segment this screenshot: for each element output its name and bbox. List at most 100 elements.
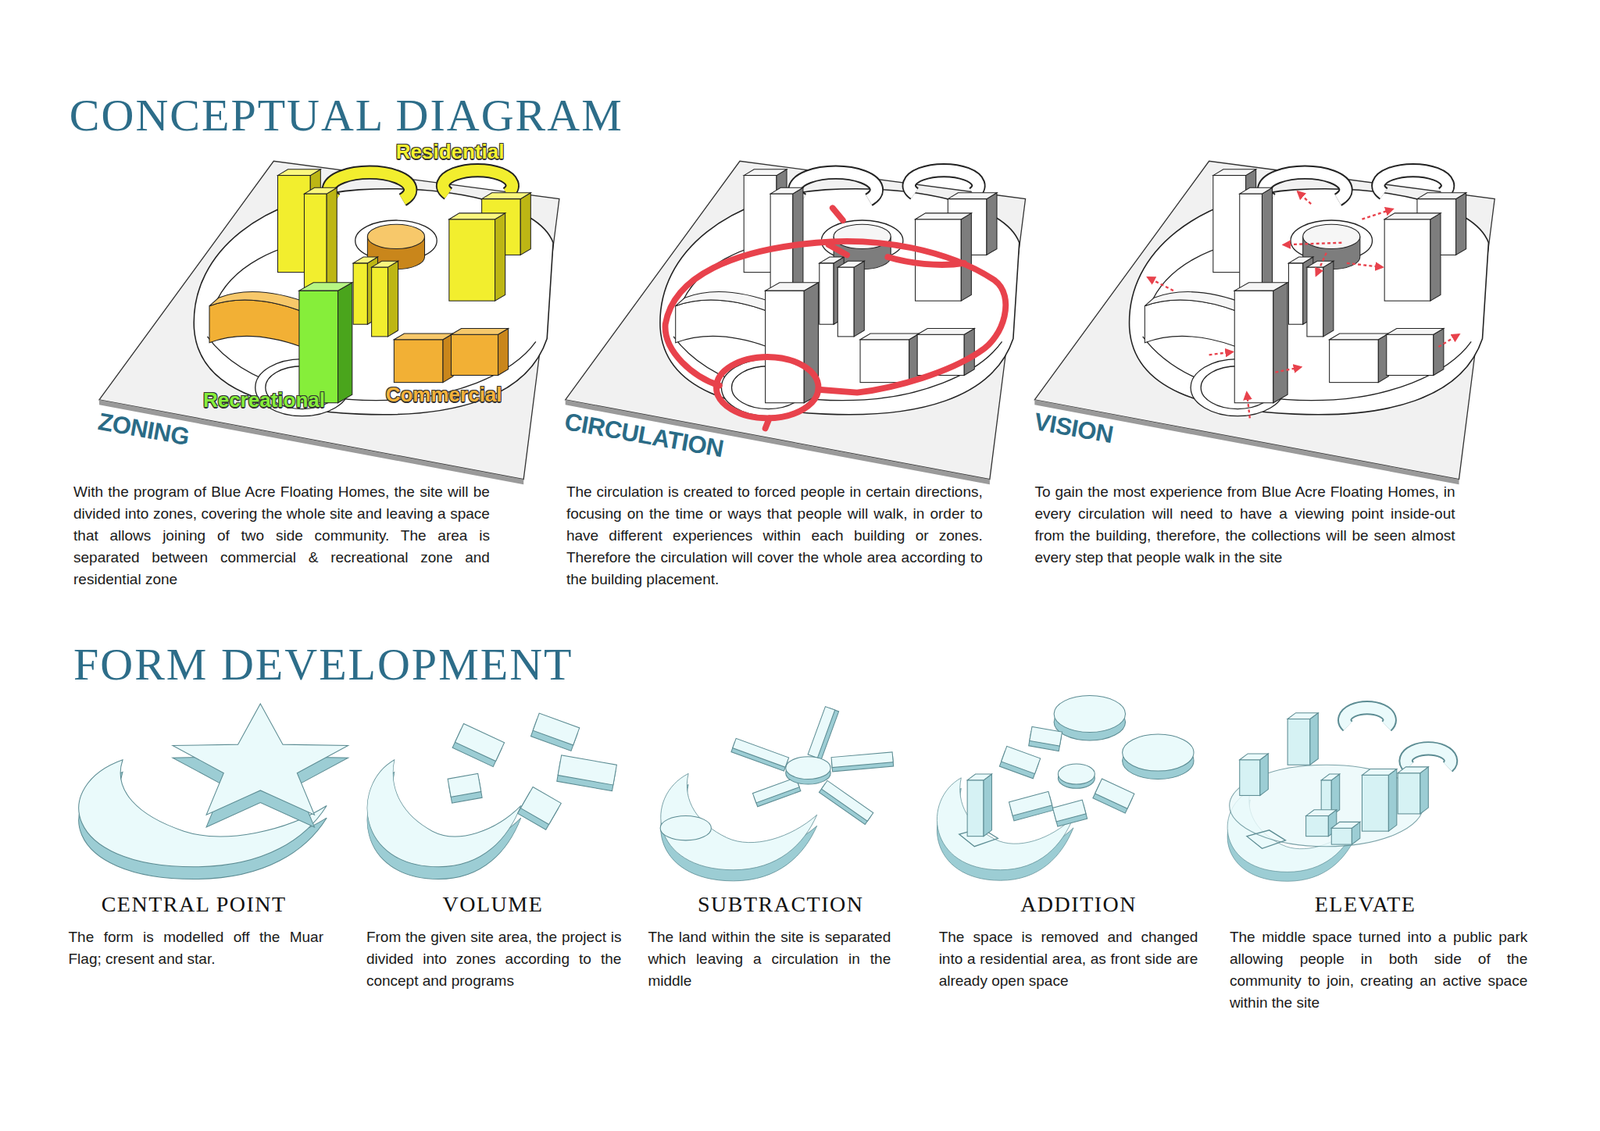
commercial-block [1331, 828, 1352, 845]
zoning-buildings [209, 169, 531, 404]
circulation-link [828, 244, 848, 255]
residential-block [1287, 713, 1318, 720]
slab-top [732, 738, 790, 768]
block-top [1095, 778, 1135, 809]
tower [967, 780, 984, 837]
residential-block [1397, 767, 1429, 774]
view-arrow [1283, 242, 1342, 246]
volume-block [1028, 726, 1063, 751]
star-top [172, 703, 349, 815]
volume-block [517, 786, 562, 830]
residential-block [1361, 775, 1389, 832]
volume-block [1092, 778, 1135, 814]
step-heading: ADDITION [1020, 892, 1137, 918]
block-top [1008, 791, 1052, 816]
view-arrows [1147, 191, 1459, 418]
residential-block [1361, 768, 1397, 775]
vision-buildings [1144, 169, 1466, 404]
radial-slab [831, 752, 894, 772]
radial-slab [818, 780, 873, 825]
block-top [1029, 726, 1063, 747]
volume-block [1052, 800, 1087, 827]
circulation-route [665, 207, 1007, 429]
view-arrow [1316, 253, 1327, 276]
central-circle [1057, 764, 1095, 785]
residential-block [1310, 713, 1318, 766]
circulation-link [887, 257, 965, 265]
zone-label: Residential [396, 140, 505, 165]
volume-block [1008, 791, 1054, 821]
step-heading: CENTRAL POINT [101, 892, 287, 918]
description-text: The land within the site is separated wh… [647, 926, 891, 993]
view-arrow [1246, 392, 1250, 419]
residential-ring [1344, 707, 1390, 727]
block-top [454, 724, 504, 762]
residential-block [1239, 760, 1261, 797]
circulation-loop [716, 357, 819, 418]
circulation-link [832, 207, 843, 221]
view-arrow [1209, 351, 1233, 355]
view-arrow [1361, 209, 1393, 220]
residential-block [1260, 753, 1268, 797]
crescent [660, 773, 818, 881]
radial-slab [807, 707, 840, 761]
step-heading: VOLUME [442, 892, 543, 918]
block-top [1001, 746, 1041, 774]
residential-disc [1122, 734, 1194, 772]
volume-block [999, 746, 1040, 779]
view-arrow [1275, 367, 1301, 373]
description-text: From the given site area, the project is… [366, 926, 622, 993]
radial-slab [731, 738, 790, 772]
description-text: The middle space turned into a public pa… [1229, 926, 1528, 1015]
view-arrow [1438, 334, 1459, 347]
slab-top [821, 780, 873, 822]
residential-ring [1344, 707, 1390, 727]
residential-block [1388, 768, 1397, 832]
panel-heading: ZONING [96, 407, 192, 452]
tower [983, 774, 992, 837]
block-top [447, 773, 482, 797]
residential-block [1397, 773, 1421, 815]
residential-ring [1406, 748, 1451, 768]
zone-label: Commercial [385, 383, 503, 408]
pond [660, 816, 711, 841]
description-text: The circulation is created to forced peo… [566, 481, 983, 591]
commercial-block [1306, 810, 1337, 817]
crescent [367, 760, 522, 880]
residential-block [1239, 753, 1269, 761]
block-top [557, 755, 617, 786]
tower [967, 774, 992, 781]
section-heading: CONCEPTUAL DIAGRAM [69, 89, 624, 143]
volume-block [452, 724, 504, 768]
description-text: To gain the most experience from Blue Ac… [1034, 481, 1455, 569]
view-arrow [1346, 263, 1383, 268]
panel-heading: VISION [1032, 407, 1116, 450]
description-text: The space is removed and changed into a … [939, 926, 1199, 993]
crescent [936, 778, 1074, 881]
slab [1321, 774, 1340, 781]
residential-block [1420, 767, 1429, 815]
central-circle [785, 757, 831, 780]
block-top [1052, 800, 1086, 822]
step-heading: SUBTRACTION [697, 892, 865, 918]
residential-ring [1406, 748, 1451, 768]
tower-base [1246, 830, 1286, 850]
description-text: The form is modelled off the Muar Flag; … [68, 926, 325, 971]
section-heading: FORM DEVELOPMENT [73, 639, 573, 692]
slab-top [831, 752, 893, 768]
block-top [520, 786, 561, 825]
residential-block [1287, 719, 1311, 766]
commercial-block [1306, 816, 1329, 837]
volume-block [530, 713, 579, 751]
commercial-block [1331, 821, 1361, 829]
zone-label: Recreational [203, 389, 325, 413]
block-top [532, 713, 580, 746]
slab-top [807, 707, 836, 759]
circulation-loop [665, 241, 1007, 393]
view-arrow [1147, 277, 1174, 291]
panel-heading: CIRCULATION [562, 407, 726, 464]
residential-disc [1053, 695, 1125, 733]
volume-block [557, 755, 618, 792]
